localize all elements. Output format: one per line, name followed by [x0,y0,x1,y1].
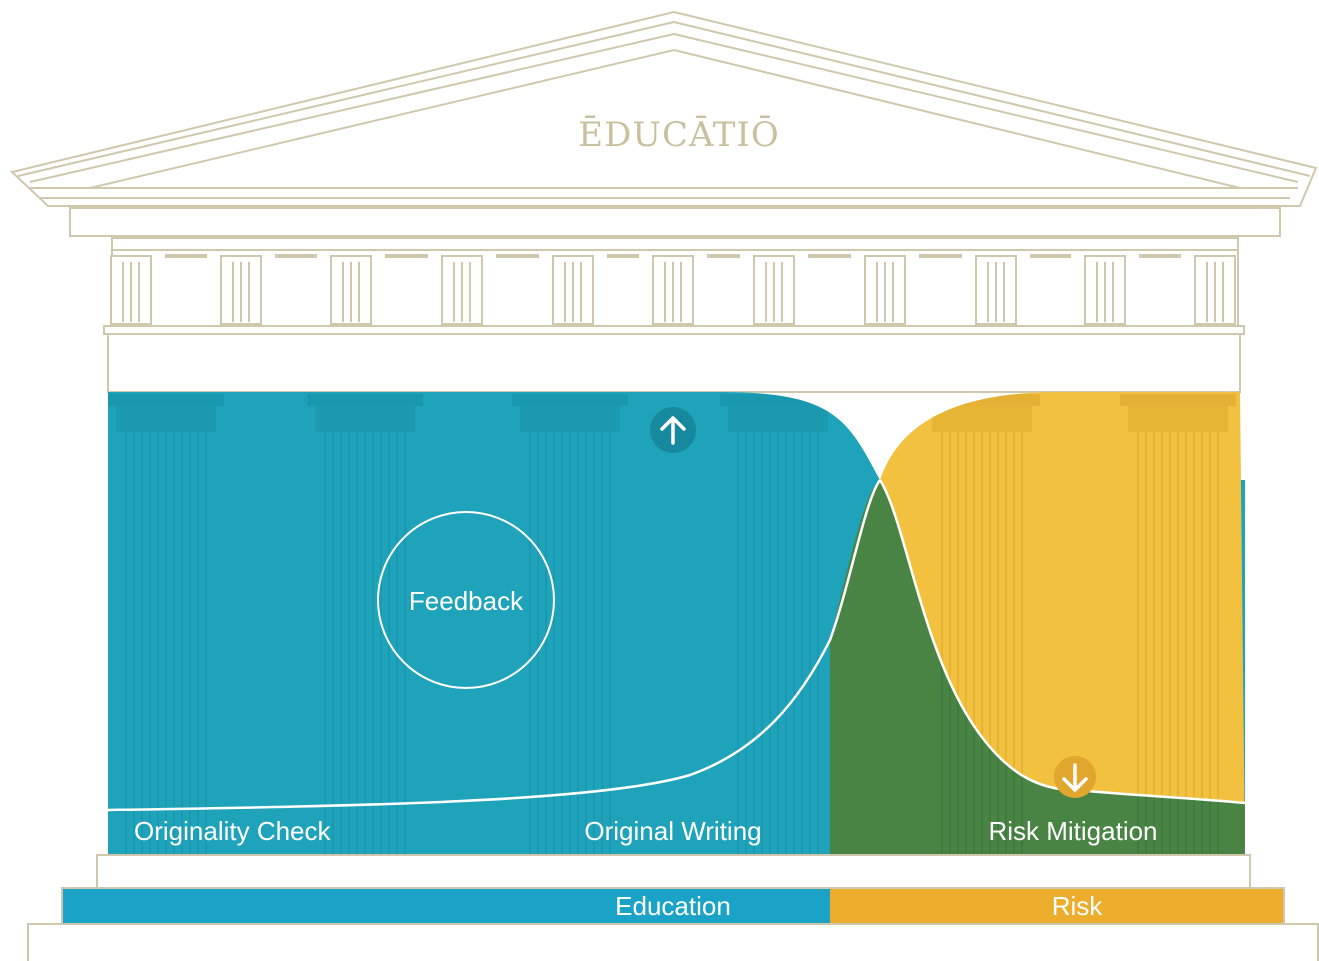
temple-steps: Education Risk [27,854,1319,961]
triglyph [652,254,740,325]
triglyph [864,254,962,325]
frieze-triglyphs [110,254,1236,325]
triglyph [552,254,639,325]
temple-pediment: ĒDUCĀTIŌ [9,10,1318,207]
arrow-down-icon [1054,756,1096,798]
risk-bar [830,888,1284,924]
triglyph [1084,254,1181,325]
originality-check-label: Originality Check [134,816,332,846]
original-writing-label: Original Writing [584,816,761,846]
temple-entablature [69,207,1281,393]
arrow-up-icon [650,407,696,453]
triglyph [110,254,207,325]
triglyph [753,254,851,325]
temple-title: ĒDUCĀTIŌ [578,115,779,155]
triglyph [441,254,539,325]
risk-mitigation-label: Risk Mitigation [988,816,1157,846]
risk-bar-label: Risk [1052,891,1104,921]
feedback-label: Feedback [409,586,524,616]
triglyph [220,254,317,325]
triglyph [975,254,1071,325]
feedback-circle: Feedback [377,511,555,689]
education-growth-curve [107,479,882,812]
risk-decline-curve [878,479,1246,805]
triglyph [1194,255,1236,325]
triglyph [330,254,428,325]
education-bar-label: Education [615,891,731,921]
education-bar [62,888,830,924]
